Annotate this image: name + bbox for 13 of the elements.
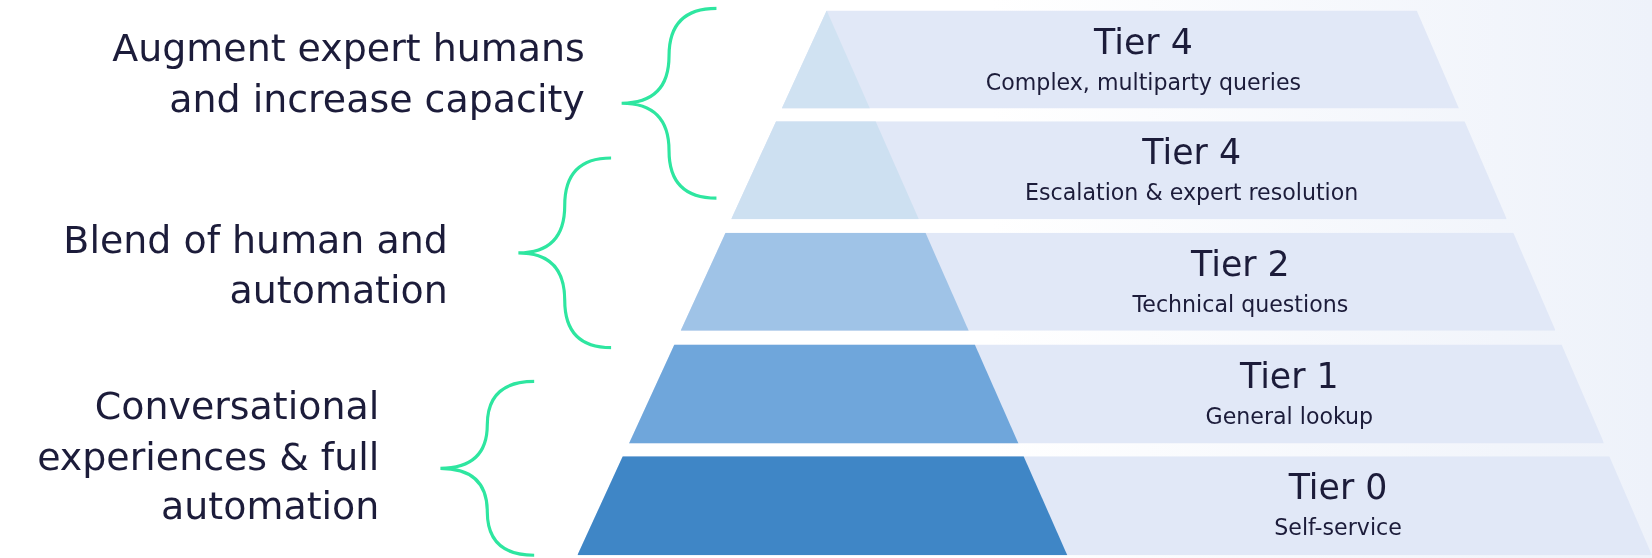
group-label: Blend of human and automation [62, 217, 448, 314]
tier-title: Tier 4 [1142, 131, 1242, 173]
tier-title: Tier 2 [1191, 243, 1290, 285]
tier-title: Tier 4 [1094, 21, 1193, 63]
tier-description: Self-service [1274, 515, 1402, 541]
tier-description: Technical questions [1132, 291, 1349, 318]
group-label: Conversational experiences & full automation [36, 383, 380, 530]
tier-description: Escalation & expert resolution [1025, 180, 1359, 206]
tier-description: General lookup [1205, 403, 1374, 429]
tier-description: Complex, multiparty queries [985, 69, 1302, 95]
group-label: Augment expert humans and increase capacity [111, 25, 585, 122]
tier-title: Tier 0 [1288, 466, 1388, 508]
tier-title: Tier 1 [1240, 355, 1339, 397]
